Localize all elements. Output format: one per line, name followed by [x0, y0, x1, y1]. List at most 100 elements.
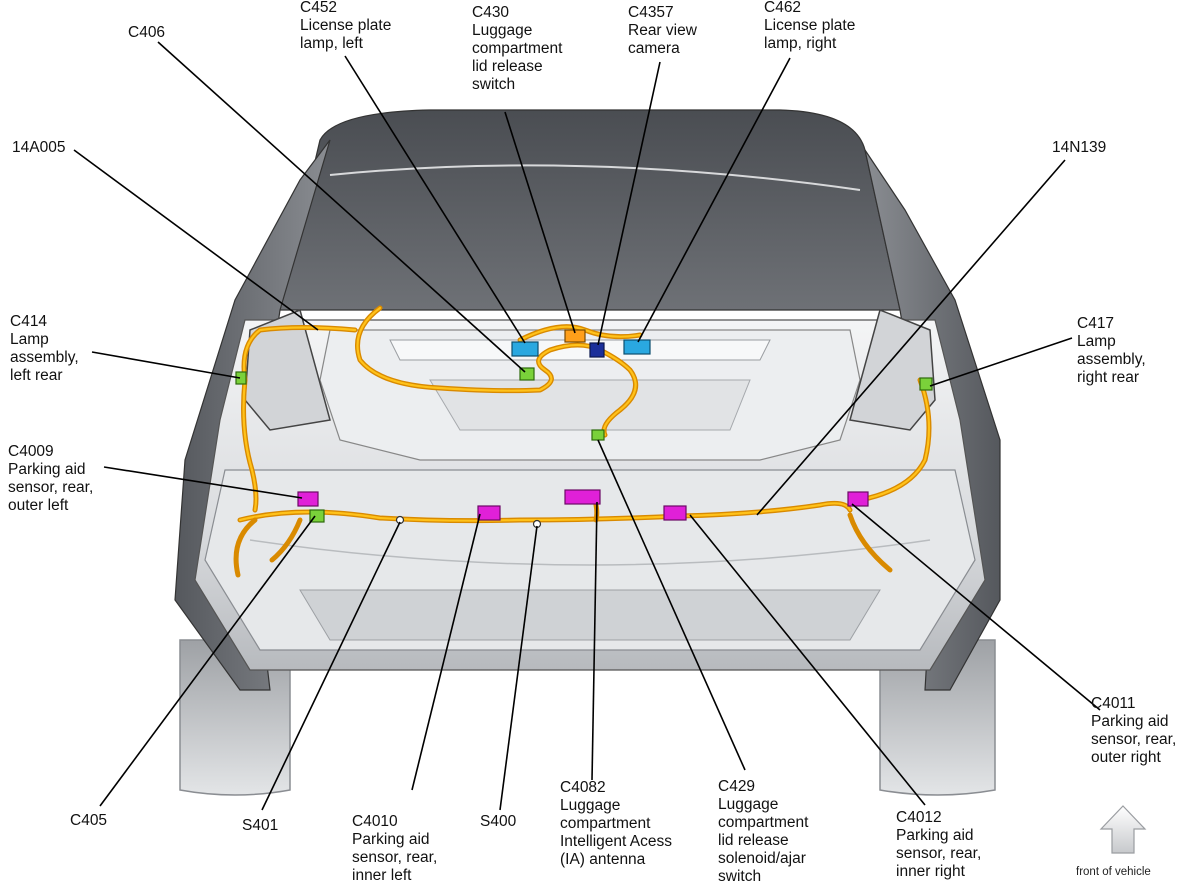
leader-s400	[499, 525, 538, 811]
tail-lamp-right	[849, 308, 936, 431]
leader-c417	[929, 337, 1073, 387]
label-line: sensor, rear,	[352, 849, 437, 866]
connector-c462	[623, 339, 651, 355]
label-line: C4082	[560, 779, 606, 796]
label-line: C430	[472, 4, 509, 21]
label-line: lid release	[472, 58, 543, 75]
label-line: (IA) antenna	[560, 851, 646, 868]
leader-s401	[261, 521, 401, 811]
orientation-indicator: front of vehicle	[1076, 805, 1151, 878]
label-line: Parking aid	[1091, 713, 1169, 730]
label-line: C4010	[352, 813, 398, 830]
leader-c4009	[103, 466, 303, 499]
bumper-lower	[299, 589, 881, 641]
leader-c406	[157, 41, 526, 373]
connector-c4012	[663, 505, 687, 521]
leader-c405	[99, 515, 316, 807]
label-line: Parking aid	[896, 827, 974, 844]
label-line: C429	[718, 778, 755, 795]
leader-c462	[637, 57, 791, 343]
label-line: C4009	[8, 443, 54, 460]
leader-14n139	[756, 159, 1066, 516]
label-line: C452	[300, 0, 337, 16]
label-line: Parking aid	[352, 831, 430, 848]
license-plate-recess	[429, 379, 751, 431]
label-line: S400	[480, 813, 517, 830]
connector-c4010	[477, 505, 501, 521]
label-line: assembly,	[1077, 351, 1146, 368]
leader-c4082	[591, 501, 598, 781]
harness-bumper-left-drop	[233, 517, 258, 578]
label-line: switch	[472, 76, 515, 93]
label-14a005: 14A005	[12, 139, 65, 156]
label-line: compartment	[718, 814, 809, 831]
connector-c4009	[297, 491, 319, 507]
label-line: solenoid/ajar	[718, 850, 806, 867]
rear-roof	[279, 109, 901, 311]
connector-c4357	[589, 342, 605, 358]
label-line: Lamp	[1077, 333, 1116, 350]
label-line: Luggage	[718, 796, 778, 813]
label-line: C4357	[628, 4, 674, 21]
leader-c452	[344, 55, 526, 344]
label-s400: S400	[480, 813, 517, 830]
bumper-crease	[249, 539, 931, 566]
leader-c4012	[689, 514, 926, 806]
label-line: compartment	[560, 815, 651, 832]
label-line: lamp, right	[764, 35, 837, 52]
connector-c429	[591, 429, 605, 441]
label-line: C406	[128, 24, 165, 41]
vehicle-rear-illustration	[174, 109, 1001, 796]
label-line: switch	[718, 868, 761, 885]
connector-c4082	[564, 489, 601, 505]
label-line: assembly,	[10, 349, 79, 366]
label-c406: C406	[128, 24, 165, 41]
connector-c452	[511, 341, 539, 357]
wiring-harness	[233, 305, 932, 578]
leader-c429	[597, 439, 746, 771]
label-line: C462	[764, 0, 801, 16]
label-line: left rear	[10, 367, 63, 384]
orientation-label: front of vehicle	[1076, 866, 1151, 878]
label-line: Parking aid	[8, 461, 86, 478]
leader-c4010	[411, 513, 481, 791]
leader-c414	[91, 351, 241, 379]
label-line: C4012	[896, 809, 942, 826]
leader-lines	[73, 41, 1101, 811]
leader-14a005	[73, 149, 319, 331]
label-line: C405	[70, 812, 107, 829]
label-line: sensor, rear,	[896, 845, 981, 862]
label-line: Luggage	[472, 22, 532, 39]
label-line: License plate	[764, 17, 855, 34]
label-line: outer left	[8, 497, 69, 514]
label-line: lamp, left	[300, 35, 364, 52]
label-c405: C405	[70, 812, 107, 829]
label-line: C4011	[1091, 695, 1136, 712]
label-line: S401	[242, 817, 278, 834]
label-line: Luggage	[560, 797, 620, 814]
label-line: 14N139	[1052, 139, 1106, 156]
label-line: lid release	[718, 832, 789, 849]
label-line: outer right	[1091, 749, 1161, 766]
harness-bumper-right-drop	[847, 512, 893, 573]
leader-c430	[504, 111, 576, 334]
connector-c417	[919, 377, 933, 391]
label-line: inner right	[896, 863, 966, 880]
label-line: 14A005	[12, 139, 65, 156]
connector-c430	[564, 329, 586, 343]
label-line: License plate	[300, 17, 391, 34]
harness-bumper-left-drop2	[269, 517, 303, 563]
